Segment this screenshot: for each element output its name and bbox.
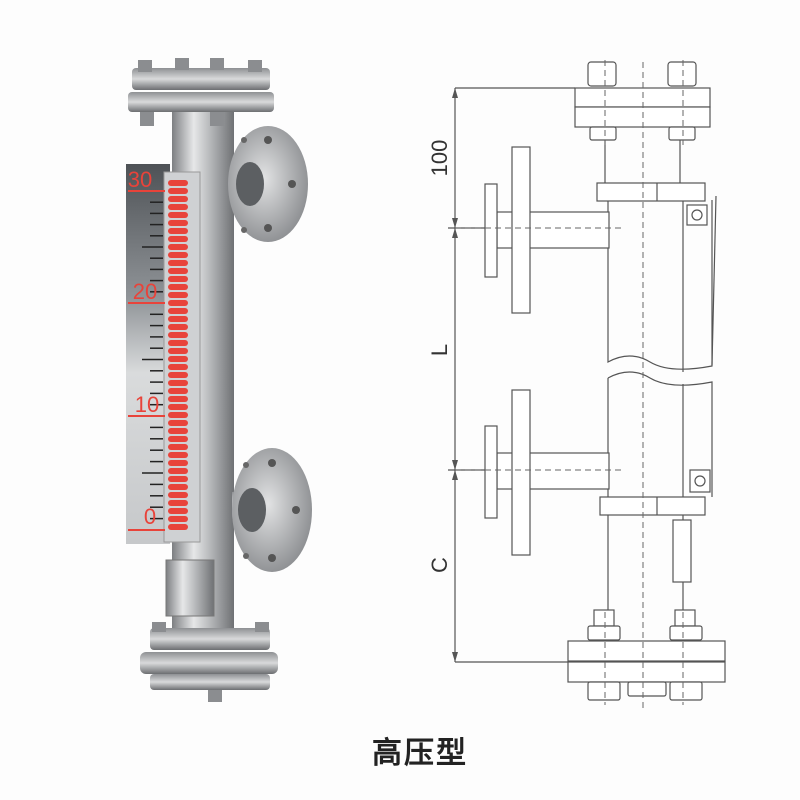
float-flap [168,492,188,498]
float-flap [168,404,188,410]
technical-drawing: 100 L C [427,60,726,708]
float-flap [168,284,188,290]
scale-plate [126,164,170,544]
junction-box [165,559,215,617]
scale-label-10: 10 [135,392,159,417]
bottom-flange [140,622,278,702]
float-flap [168,380,188,386]
lower-nozzle [484,389,610,556]
dimension-label-L: L [427,344,452,356]
float-flap [168,524,188,530]
scale-label-20: 20 [133,279,157,304]
upper-side-flange [228,126,308,242]
float-flap [168,508,188,514]
float-flap [168,300,188,306]
float-indicator-strip [168,180,188,530]
float-flap [168,420,188,426]
float-flap [168,204,188,210]
float-flap [168,348,188,354]
float-flap [168,484,188,490]
float-flap [168,412,188,418]
float-flap [168,236,188,242]
float-flap [168,364,188,370]
upper-bracket [596,182,706,202]
float-flap [168,444,188,450]
drain-cylinder [672,519,692,583]
float-flap [168,276,188,282]
dimension-label-C: C [427,557,452,573]
drawing-main-tube [607,195,717,497]
float-flap [168,228,188,234]
scale-label-30: 30 [128,167,152,192]
float-flap [168,196,188,202]
upper-nozzle [484,146,610,314]
float-flap [168,244,188,250]
float-flap [168,220,188,226]
float-flap [168,468,188,474]
float-flap [168,372,188,378]
float-flap [168,436,188,442]
float-flap [168,188,188,194]
dimension-label-100: 100 [427,140,452,177]
lower-bracket [599,496,706,516]
float-flap [168,340,188,346]
figure-caption: 高压型 [372,736,468,771]
float-flap [168,292,188,298]
float-flap [168,516,188,522]
scale-ticks [128,190,165,531]
float-flap [168,476,188,482]
drawing-bottom-flange [567,609,726,701]
lower-side-flange [232,448,312,572]
float-flap [168,332,188,338]
float-flap [168,252,188,258]
float-flap [168,452,188,458]
float-flap [168,212,188,218]
float-flap [168,324,188,330]
scale-label-0: 0 [144,504,156,529]
float-flap [168,500,188,506]
top-flange [128,58,274,126]
level-gauge-photo: 30 20 10 0 [126,58,312,702]
float-flap [168,396,188,402]
float-flap [168,268,188,274]
float-flap [168,308,188,314]
float-flap [168,316,188,322]
float-flap [168,260,188,266]
float-flap [168,180,188,186]
float-flap [168,388,188,394]
float-flap [168,428,188,434]
float-flap [168,460,188,466]
float-flap [168,356,188,362]
